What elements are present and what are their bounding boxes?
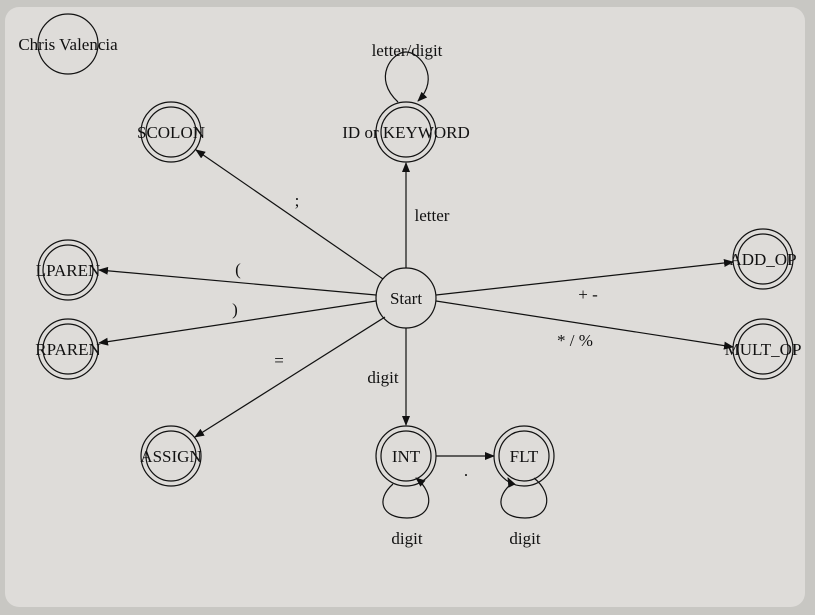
transition-letter-label: letter	[415, 206, 450, 225]
state-assign-label: ASSIGN	[140, 447, 201, 466]
state-start	[375, 267, 437, 329]
author-label: Chris Valencia	[18, 35, 118, 54]
state-assign	[140, 425, 202, 487]
loop-flt	[500, 477, 548, 519]
state-add-label: ADD_OP	[729, 250, 796, 269]
transition-int-loop-label: digit	[391, 529, 422, 548]
author-circle	[37, 13, 99, 75]
loop-id	[384, 51, 429, 103]
state-int-label: INT	[392, 447, 421, 466]
state-rparen-label: RPAREN	[35, 340, 101, 359]
state-flt-label: FLT	[510, 447, 539, 466]
transition-mult-ops-label: * / %	[557, 331, 593, 350]
edge-start-to-lparen	[98, 266, 377, 296]
transition-rparen-label: )	[232, 300, 238, 319]
state-scolon-label: SCOLON	[137, 123, 205, 142]
transition-lparen-label: (	[235, 260, 241, 279]
state-id	[375, 101, 437, 163]
edge-start-to-mult	[435, 300, 734, 350]
state-rparen	[37, 318, 99, 380]
state-flt	[493, 425, 555, 487]
loop-int	[382, 477, 430, 519]
transition-plus-minus-label: + -	[578, 285, 598, 304]
state-start-label: Start	[390, 289, 422, 308]
transition-dot-label: .	[464, 461, 468, 480]
state-mult	[732, 318, 794, 380]
state-lparen-label: LPAREN	[36, 261, 101, 280]
transition-semicolon-label: ;	[295, 191, 300, 210]
state-int	[375, 425, 437, 487]
state-add	[732, 228, 794, 290]
state-id-label: ID or KEYWORD	[342, 123, 469, 142]
transition-flt-loop-label: digit	[509, 529, 540, 548]
transition-id-loop-label: letter/digit	[372, 41, 443, 60]
edge-start-to-assign	[194, 316, 386, 438]
transition-digit-label: digit	[367, 368, 398, 387]
state-scolon	[140, 101, 202, 163]
state-lparen	[37, 239, 99, 301]
edge-start-to-scolon	[195, 149, 384, 280]
edge-start-to-add	[435, 259, 734, 296]
transition-equals-label: =	[274, 351, 284, 370]
edge-start-to-rparen	[98, 300, 377, 346]
state-mult-label: MULT_OP	[725, 340, 802, 359]
